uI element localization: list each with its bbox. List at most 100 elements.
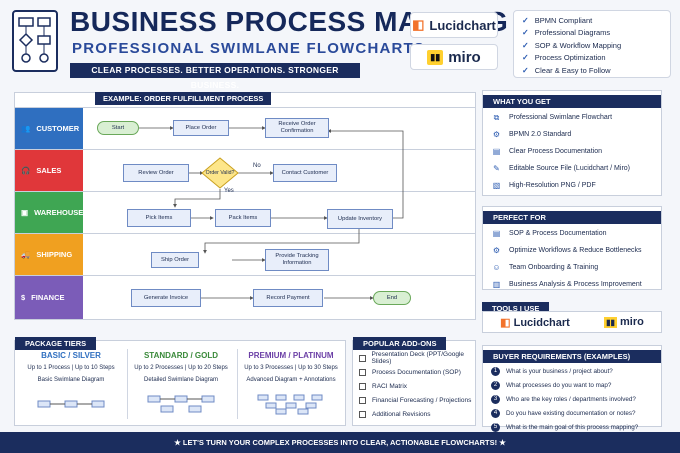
node-update-inventory: Update Inventory [327, 209, 393, 229]
number-badge: 4 [491, 408, 500, 418]
yes-label: Yes [224, 188, 234, 194]
swimlane-diagram: 👥CUSTOMER 🎧SALES ▣WAREHOUSE 🚚SHIPPING $F… [14, 92, 476, 320]
diagram-title: EXAMPLE: ORDER FULFILLMENT PROCESS [95, 92, 272, 105]
get-item: ⧉ Professional Swimlane Flowchart [483, 109, 661, 126]
lucidchart-tool: ◧ Lucidchart [500, 316, 570, 329]
node-record-payment: Record Payment [253, 289, 323, 307]
miro-tool-name: miro [620, 316, 644, 328]
lucidchart-logo-icon: ◧ [500, 316, 511, 329]
number-badge: 5 [491, 422, 500, 432]
feature-label: BPMN Compliant [534, 15, 593, 25]
node-order-valid: Order Valid? [205, 169, 235, 176]
get-item: ✎Editable Source File (Lucidchart / Miro… [483, 160, 661, 177]
checkbox-icon [359, 354, 366, 362]
addon-item: RACI Matrix [353, 379, 475, 393]
tier-name: PREMIUM / PLATINUM [248, 351, 334, 360]
tier-desc: Advanced Diagram + Annotations [246, 377, 336, 383]
footer-banner: ★ LET'S TURN YOUR COMPLEX PROCESSES INTO… [0, 432, 680, 453]
get-item-label: BPMN 2.0 Standard [509, 131, 572, 138]
package-tiers-panel: PACKAGE TIERS BASIC / SILVER Up to 1 Pro… [14, 337, 346, 426]
node-receive-confirmation: Receive Order Confirmation [265, 118, 329, 138]
lucidchart-badge: ◧ Lucidchart [410, 12, 498, 38]
gear-icon: ⚙ [492, 246, 501, 255]
coin-icon: $ [21, 293, 26, 302]
node-start: Start [97, 121, 139, 135]
addons-panel: POPULAR ADD-ONS Presentation Deck (PPT/G… [352, 337, 476, 426]
perfect-item: ▥Business Analysis & Process Improvement [483, 276, 661, 293]
addon-label: Financial Forecasting / Projections [372, 396, 472, 404]
miro-badge: ▮▮ miro [410, 44, 498, 70]
perfect-for-panel: PERFECT FOR ▤SOP & Process Documentation… [482, 206, 662, 290]
miro-name: miro [448, 48, 481, 66]
feature-item: ✓ Process Optimization [522, 52, 662, 65]
package-tiers-title: PACKAGE TIERS [15, 337, 97, 350]
node-review-order: Review Order [123, 164, 189, 182]
node-pick-items: Pick Items [127, 209, 191, 227]
miro-logo-icon: ▮▮ [604, 317, 617, 328]
requirement-label: What is your business / project about? [506, 367, 613, 375]
star-icon: ★ [174, 438, 181, 447]
addon-item: Financial Forecasting / Projections [353, 393, 475, 407]
addon-label: Process Documentation (SOP) [372, 368, 461, 376]
checkbox-icon [359, 396, 366, 404]
lane-name: SALES [36, 166, 62, 175]
checkbox-icon [359, 410, 366, 418]
node-end: End [373, 291, 411, 305]
addon-label: Presentation Deck (PPT/Google Slides) [371, 351, 465, 365]
feature-label: Professional Diagrams [534, 28, 611, 38]
node-ship-order: Ship Order [151, 252, 199, 268]
check-icon: ✓ [522, 53, 529, 63]
addon-item: Process Documentation (SOP) [353, 365, 475, 379]
tagline-banner: CLEAR PROCESSES. BETTER OPERATIONS. STRO… [70, 63, 360, 90]
tier-limits: Up to 2 Processes | Up to 20 Steps [134, 365, 228, 371]
lane-warehouse: ▣WAREHOUSE [15, 191, 475, 233]
get-item: ▧High-Resolution PNG / PDF [483, 177, 661, 194]
mini-diagram-icon [257, 394, 323, 415]
perfect-item-label: Team Onboarding & Training [509, 264, 599, 271]
checkbox-icon [359, 368, 366, 376]
addon-label: Additional Revisions [372, 410, 431, 418]
feature-checklist: ✓BPMN Compliant ✓Professional Diagrams ✓… [513, 10, 671, 78]
addon-label: RACI Matrix [372, 382, 408, 390]
tier-name: STANDARD / GOLD [143, 351, 219, 360]
number-badge: 3 [491, 394, 500, 404]
document-icon: ▤ [492, 147, 501, 156]
requirement-label: Do you have existing documentation or no… [506, 409, 636, 417]
perfect-item: ☺ Team Onboarding & Training [483, 259, 661, 276]
document-icon: ▤ [492, 229, 501, 238]
get-item: ⚙BPMN 2.0 Standard [483, 126, 661, 143]
miro-tool: ▮▮ miro [604, 316, 644, 328]
lane-finance: $FINANCE [15, 275, 475, 319]
requirement-label: What is the main goal of this process ma… [506, 423, 639, 431]
perfect-item: ▤SOP & Process Documentation [483, 225, 661, 242]
feature-label: Process Optimization [534, 53, 606, 63]
lane-name: WAREHOUSE [34, 208, 84, 217]
node-generate-invoice: Generate Invoice [131, 289, 201, 307]
tier-limits: Up to 3 Processes | Up to 30 Steps [244, 365, 338, 371]
flow-connectors [139, 126, 404, 300]
mini-diagram-icon [37, 400, 105, 408]
perfect-for-title: PERFECT FOR [483, 211, 661, 224]
requirement-item: 5 What is the main goal of this process m… [483, 420, 661, 434]
flowchart-icon: ⧉ [493, 112, 500, 122]
get-item-label: Editable Source File (Lucidchart / Miro) [509, 165, 630, 172]
addons-title: POPULAR ADD-ONS [353, 337, 447, 350]
what-you-get-panel: WHAT YOU GET ⧉Professional Swimlane Flow… [482, 90, 662, 196]
feature-item: ✓SOP & Workflow Mapping [522, 39, 662, 52]
footer-text: LET'S TURN YOUR COMPLEX PROCESSES INTO C… [182, 438, 498, 447]
check-icon: ✓ [522, 40, 529, 50]
requirement-item: 4 Do you have existing documentation or n… [483, 406, 661, 420]
star-icon: ★ [499, 438, 506, 447]
feature-item: ✓ BPMN Compliant [522, 14, 662, 27]
check-icon: ✓ [522, 15, 529, 25]
lane-sales: 🎧SALES [15, 149, 475, 191]
number-badge: 2 [491, 380, 500, 390]
feature-item: ✓Professional Diagrams [522, 27, 662, 40]
perfect-item-label: Optimize Workflows & Reduce Bottlenecks [509, 247, 642, 254]
tier-basic: BASIC / SILVER Up to 1 Process | Up to 1… [21, 351, 121, 420]
page-subtitle: PROFESSIONAL SWIMLANE FLOWCHARTS [72, 40, 426, 57]
team-icon: ☺ [492, 263, 501, 272]
get-item-label: Professional Swimlane Flowchart [509, 114, 613, 121]
